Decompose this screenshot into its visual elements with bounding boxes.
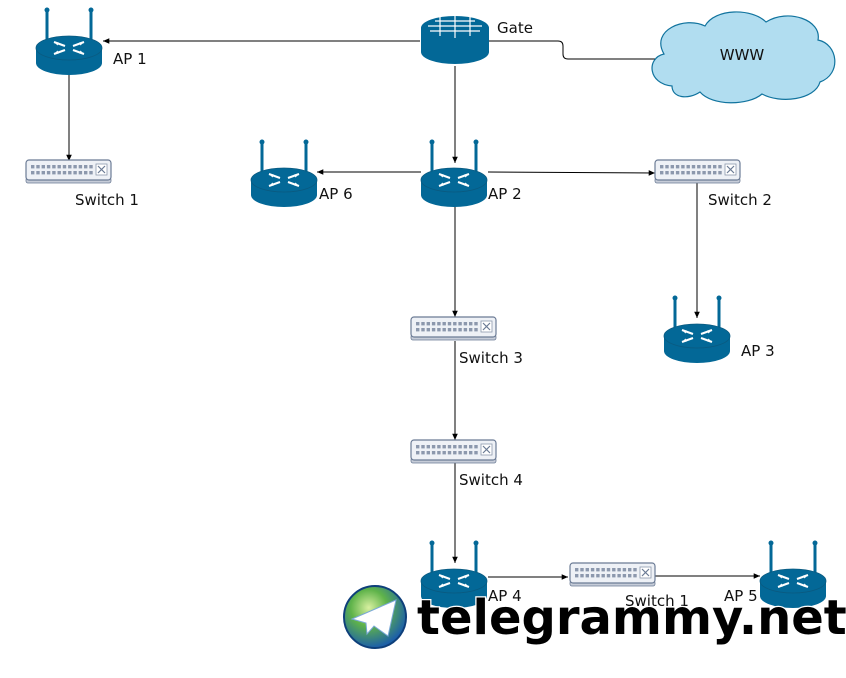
switch-icon [410,439,497,464]
switch1[interactable]: Switch 1 [25,159,139,209]
telegram-logo-icon [343,585,407,649]
gate-router[interactable]: Gate [421,16,533,64]
ap1-label: AP 1 [113,50,147,68]
wireless-router-icon [250,139,318,207]
ap1-router[interactable]: AP 1 [35,7,147,76]
switch1b[interactable]: Switch 1 [569,562,689,610]
switch4[interactable]: Switch 4 [410,439,523,489]
switch-icon [654,159,741,184]
ap4-router[interactable]: AP 4 [420,540,522,609]
ap4-label: AP 4 [488,587,522,605]
switch3[interactable]: Switch 3 [410,316,523,367]
switch1b-label: Switch 1 [625,592,689,610]
www-label: WWW [720,46,765,64]
edge-ap2-switch2 [487,170,656,176]
switch-icon [25,159,112,184]
switch-icon [569,562,656,587]
wireless-router-icon [420,139,488,207]
ap3-router[interactable]: AP 3 [663,295,775,364]
switch2-label: Switch 2 [708,191,772,209]
ap5-router[interactable]: AP 5 [724,540,827,609]
wireless-router-icon [420,540,488,608]
wireless-router-icon [759,540,827,608]
ap3-label: AP 3 [741,342,775,360]
ap2-label: AP 2 [488,185,522,203]
switch4-label: Switch 4 [459,471,523,489]
watermark-text: telegrammy.net [417,590,846,646]
switch2[interactable]: Switch 2 [654,159,772,209]
wireless-router-icon [35,7,103,75]
www-cloud[interactable]: WWW [651,11,836,104]
switch3-label: Switch 3 [459,349,523,367]
edge-gate-www [486,40,671,62]
cloud-icon [651,11,836,104]
ap5-label: AP 5 [724,587,758,605]
ap6-router[interactable]: AP 6 [250,139,353,208]
ap6-label: AP 6 [319,185,353,203]
connectors [66,38,760,580]
switch1-label: Switch 1 [75,191,139,209]
switch-icon [410,316,497,341]
ap2-router[interactable]: AP 2 [420,139,522,208]
watermark: telegrammy.net [343,585,846,649]
firewall-router-icon [421,16,489,64]
wireless-router-icon [663,295,731,363]
gate-label: Gate [497,19,533,37]
